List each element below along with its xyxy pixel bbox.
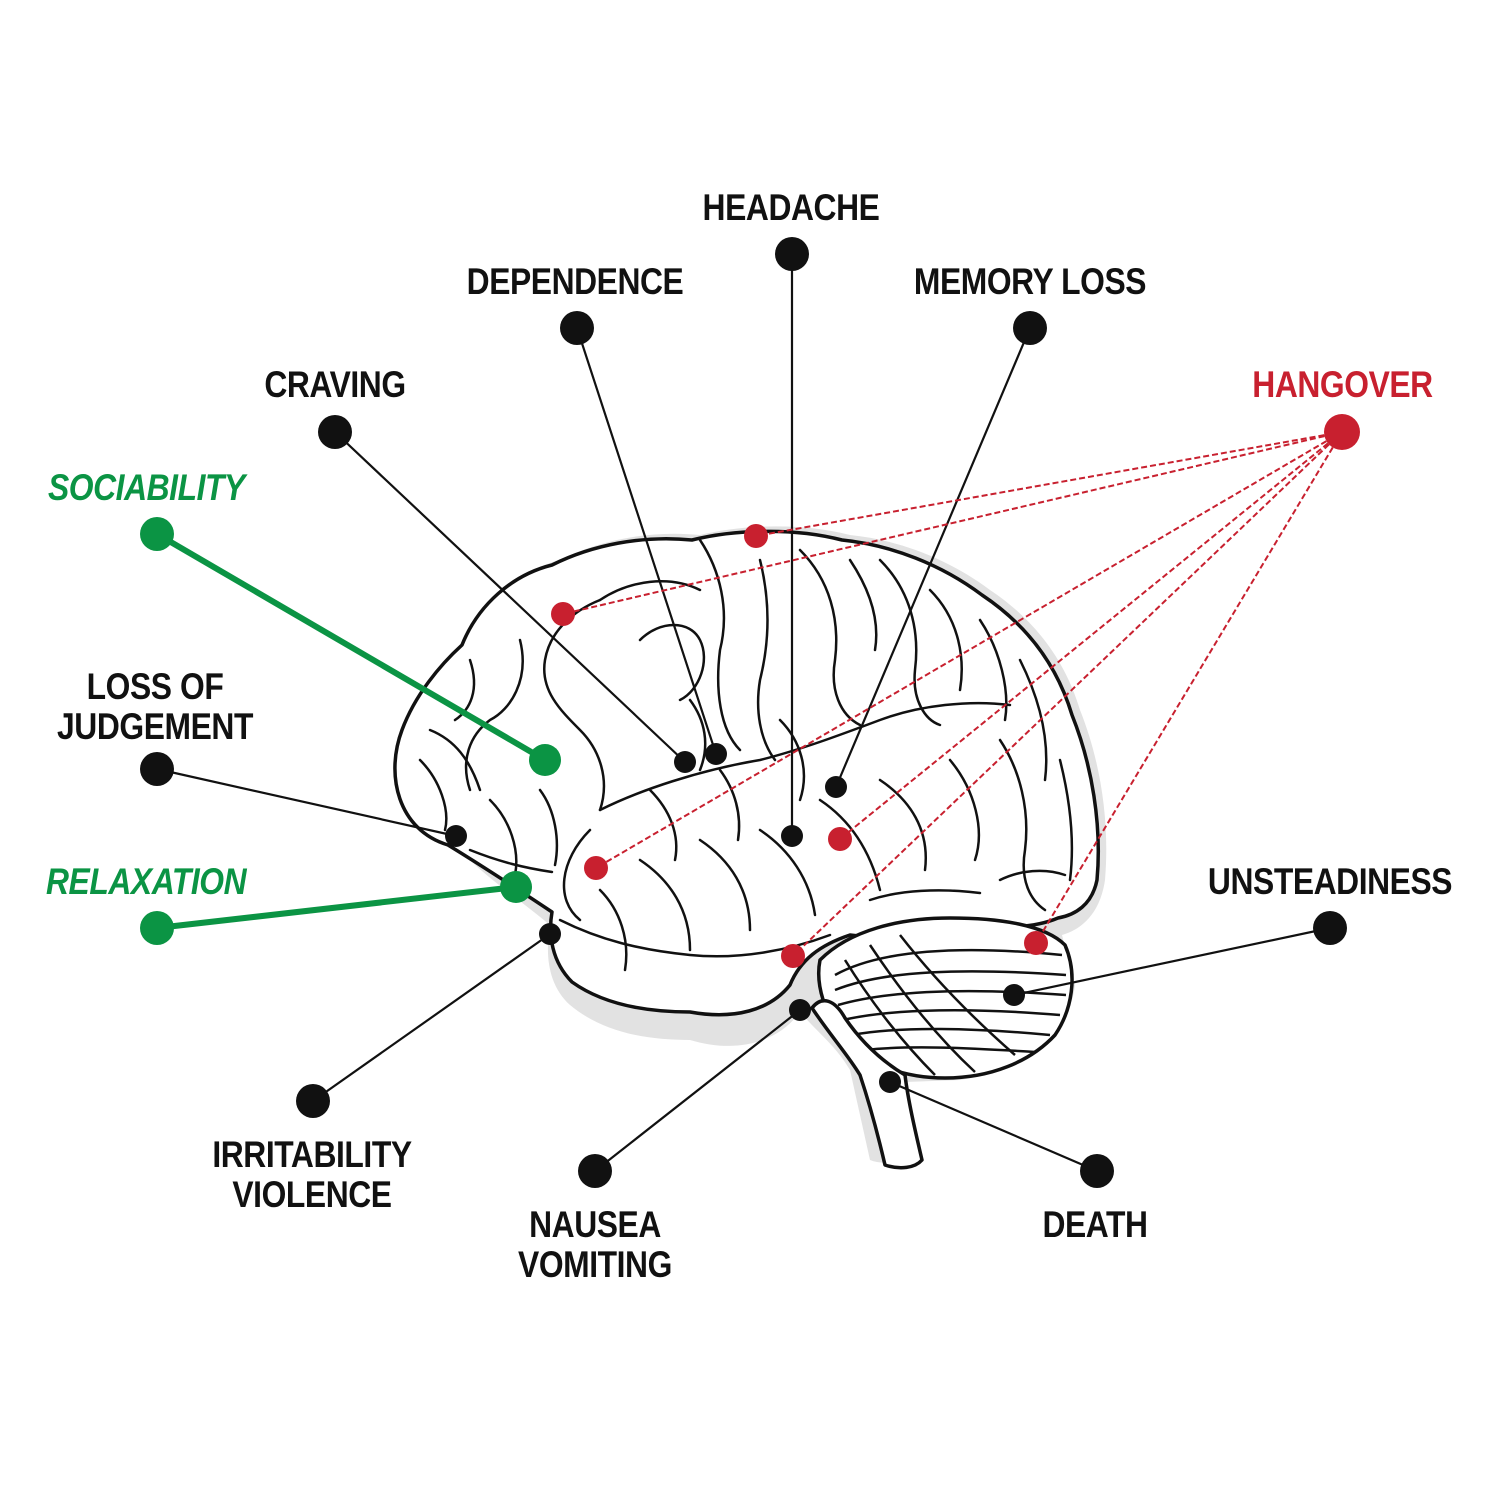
relaxation-label-dot bbox=[140, 911, 174, 945]
memory-loss-connector bbox=[834, 327, 1032, 788]
connector-lines bbox=[155, 254, 1343, 1173]
violence-text: VIOLENCE bbox=[232, 1174, 392, 1215]
cerebrum-outline bbox=[393, 529, 1100, 1017]
hangover-connector-1 bbox=[755, 431, 1343, 537]
death-text: DEATH bbox=[1042, 1204, 1148, 1245]
nausea-vomiting-brain-dot bbox=[789, 999, 811, 1021]
craving-label-dot bbox=[318, 415, 352, 449]
label-headache: HEADACHE bbox=[678, 188, 903, 228]
relaxation-brain-dot bbox=[500, 871, 532, 903]
unsteadiness-label-dot bbox=[1313, 911, 1347, 945]
loss-of-judgement-connector bbox=[156, 767, 457, 838]
dependence-label-dot bbox=[560, 311, 594, 345]
hangover-brain-dot-2 bbox=[551, 602, 575, 626]
hangover-label-dot bbox=[1324, 414, 1360, 450]
label-loss-of-judgement: LOSS OF JUDGEMENT bbox=[56, 667, 254, 747]
loss-of-judgement-label-dot bbox=[140, 752, 174, 786]
hangover-brain-dot-1 bbox=[744, 524, 768, 548]
label-nausea-vomiting: NAUSEA VOMITING bbox=[505, 1205, 686, 1285]
memory-loss-brain-dot bbox=[825, 776, 847, 798]
irritability-violence-label-dot bbox=[296, 1084, 330, 1118]
nausea-vomiting-label-dot bbox=[578, 1154, 612, 1188]
sociability-text: SOCIABILITY bbox=[48, 467, 245, 508]
hangover-brain-dot-6 bbox=[1024, 931, 1048, 955]
headache-text: HEADACHE bbox=[702, 187, 880, 228]
craving-text: CRAVING bbox=[264, 364, 406, 405]
relaxation-connector bbox=[156, 884, 517, 931]
relaxation-text: RELAXATION bbox=[46, 861, 247, 902]
hangover-brain-dot-5 bbox=[781, 944, 805, 968]
craving-connector bbox=[334, 431, 686, 763]
dependence-text: DEPENDENCE bbox=[466, 261, 684, 302]
memory-loss-label-dot bbox=[1013, 311, 1047, 345]
hangover-text: HANGOVER bbox=[1252, 364, 1433, 405]
label-craving: CRAVING bbox=[245, 365, 426, 405]
death-brain-dot bbox=[879, 1071, 901, 1093]
hangover-connector-5 bbox=[792, 431, 1343, 957]
label-memory-loss: MEMORY LOSS bbox=[901, 262, 1159, 302]
headache-brain-dot bbox=[781, 825, 803, 847]
nausea-text: NAUSEA bbox=[529, 1204, 661, 1245]
craving-brain-dot bbox=[674, 751, 696, 773]
cerebellum-folds bbox=[834, 934, 1067, 1076]
judgement-text: JUDGEMENT bbox=[57, 706, 253, 747]
irritability-text: IRRITABILITY bbox=[212, 1134, 412, 1175]
loss-of-text: LOSS OF bbox=[86, 666, 224, 707]
loss-of-judgement-brain-dot bbox=[445, 825, 467, 847]
nausea-vomiting-connector bbox=[594, 1009, 801, 1172]
death-label-dot bbox=[1080, 1154, 1114, 1188]
hangover-connector-3 bbox=[595, 431, 1343, 869]
unsteadiness-text: UNSTEADINESS bbox=[1207, 861, 1453, 902]
headache-label-dot bbox=[775, 237, 809, 271]
label-relaxation: RELAXATION bbox=[46, 861, 247, 902]
connector-dots bbox=[140, 237, 1360, 1188]
sociability-connector bbox=[155, 531, 547, 763]
irritability-violence-brain-dot bbox=[539, 923, 561, 945]
memory-loss-text: MEMORY LOSS bbox=[913, 261, 1147, 302]
brain-stem bbox=[810, 998, 924, 1170]
vomiting-text: VOMITING bbox=[518, 1244, 672, 1285]
label-irritability-violence: IRRITABILITY VIOLENCE bbox=[200, 1135, 424, 1215]
hangover-brain-dot-3 bbox=[584, 856, 608, 880]
irritability-violence-connector bbox=[312, 933, 551, 1102]
label-death: DEATH bbox=[1031, 1205, 1160, 1245]
label-hangover: HANGOVER bbox=[1237, 365, 1448, 405]
sociability-brain-dot bbox=[529, 744, 561, 776]
unsteadiness-connector bbox=[1013, 926, 1331, 997]
label-sociability: SOCIABILITY bbox=[48, 468, 245, 508]
label-dependence: DEPENDENCE bbox=[459, 262, 691, 302]
sociability-label-dot bbox=[140, 517, 174, 551]
death-connector bbox=[889, 1080, 1098, 1173]
hangover-brain-dot-4 bbox=[828, 827, 852, 851]
unsteadiness-brain-dot bbox=[1003, 984, 1025, 1006]
dependence-brain-dot bbox=[705, 743, 727, 765]
hangover-connector-2 bbox=[562, 431, 1343, 615]
dependence-connector bbox=[575, 327, 718, 755]
hangover-connector-6 bbox=[1035, 431, 1343, 944]
label-unsteadiness: UNSTEADINESS bbox=[1205, 862, 1454, 902]
brain-illustration bbox=[393, 526, 1107, 1170]
